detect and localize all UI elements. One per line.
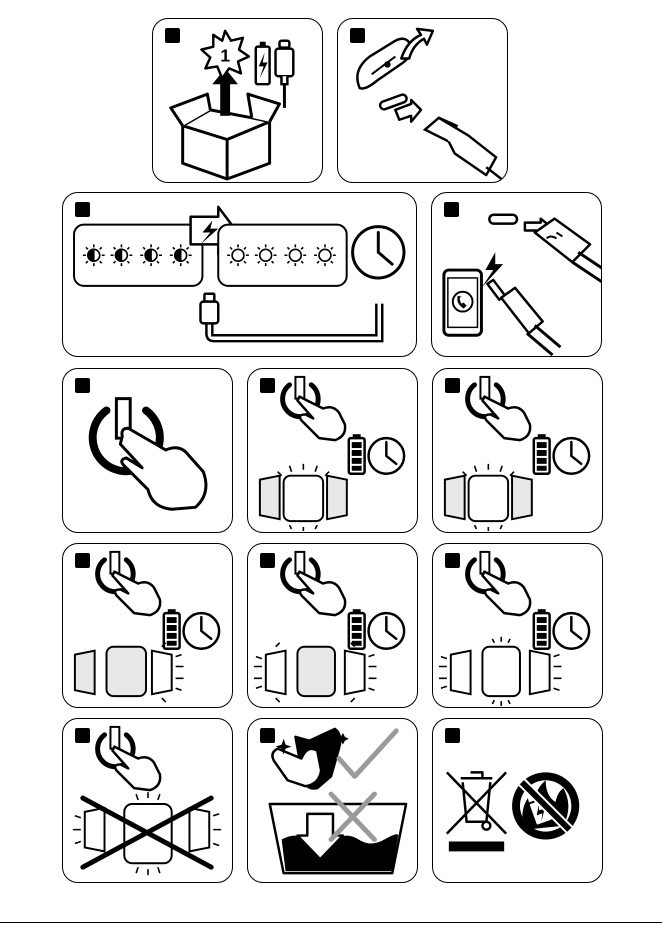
mode-5-illustration [433, 544, 602, 707]
panel-charging [62, 192, 417, 357]
hand-icon [112, 572, 160, 615]
panel-mode-5 [432, 543, 603, 708]
battery-icon [256, 42, 270, 84]
light-pad-icon [260, 464, 347, 531]
usb-cable-icon [200, 294, 382, 341]
mode-4-illustration [248, 544, 417, 707]
mode-2-illustration [433, 369, 602, 532]
hand-icon [297, 397, 345, 440]
hand-icon [112, 747, 160, 790]
usb-c-plug-icon [379, 94, 504, 181]
no-fire-icon [512, 772, 579, 839]
cleaning-illustration [248, 719, 417, 882]
smartphone-icon [444, 270, 482, 335]
battery-icon [349, 434, 365, 474]
starburst-icon: 1 [201, 31, 248, 78]
clock-icon [554, 438, 590, 474]
clock-icon [184, 613, 220, 649]
hand-icon [297, 572, 345, 615]
checkmark-icon [339, 731, 396, 776]
panel-mode-1 [247, 368, 418, 533]
panel-usb-phone [431, 192, 602, 357]
mode-3-illustration [63, 544, 232, 707]
callout-number: 1 [220, 45, 230, 65]
battery-icon [534, 434, 550, 474]
hand-icon [482, 572, 530, 615]
mode-1-illustration [248, 369, 417, 532]
light-pad-icon [254, 643, 376, 702]
usb-cable-icon [276, 41, 294, 108]
charging-illustration [63, 193, 416, 356]
usb-c-port-icon [357, 39, 411, 89]
usb-c-plug-icon [487, 280, 560, 355]
battery-icon [534, 609, 550, 649]
battery-icon [164, 609, 180, 649]
light-pad-icon [75, 643, 184, 702]
panel-unbox: 1 [152, 18, 323, 183]
panel-mode-2 [432, 368, 603, 533]
water-basin-icon [270, 804, 406, 873]
panel-cleaning [247, 718, 418, 883]
open-port-illustration [338, 19, 507, 182]
panel-open-port [337, 18, 508, 183]
footer-rule [0, 922, 662, 923]
panel-power-on [62, 368, 233, 533]
panel-mode-4 [247, 543, 418, 708]
panel-disposal [432, 718, 603, 883]
clock-icon [369, 438, 405, 474]
no-continuous-use-illustration [63, 719, 232, 882]
weee-crossed-bin-icon [447, 772, 506, 851]
clock-icon [369, 613, 405, 649]
hand-icon [482, 397, 530, 440]
light-pad-icon [445, 464, 532, 531]
power-on-illustration [63, 369, 232, 532]
usb-phone-illustration [432, 193, 601, 356]
clock-icon [353, 227, 404, 278]
unbox-illustration: 1 [153, 19, 322, 182]
panel-mode-3 [62, 543, 233, 708]
usb-c-cable-icon [489, 215, 601, 282]
disposal-illustration [433, 719, 602, 882]
clock-icon [554, 613, 590, 649]
panel-no-continuous-use [62, 718, 233, 883]
